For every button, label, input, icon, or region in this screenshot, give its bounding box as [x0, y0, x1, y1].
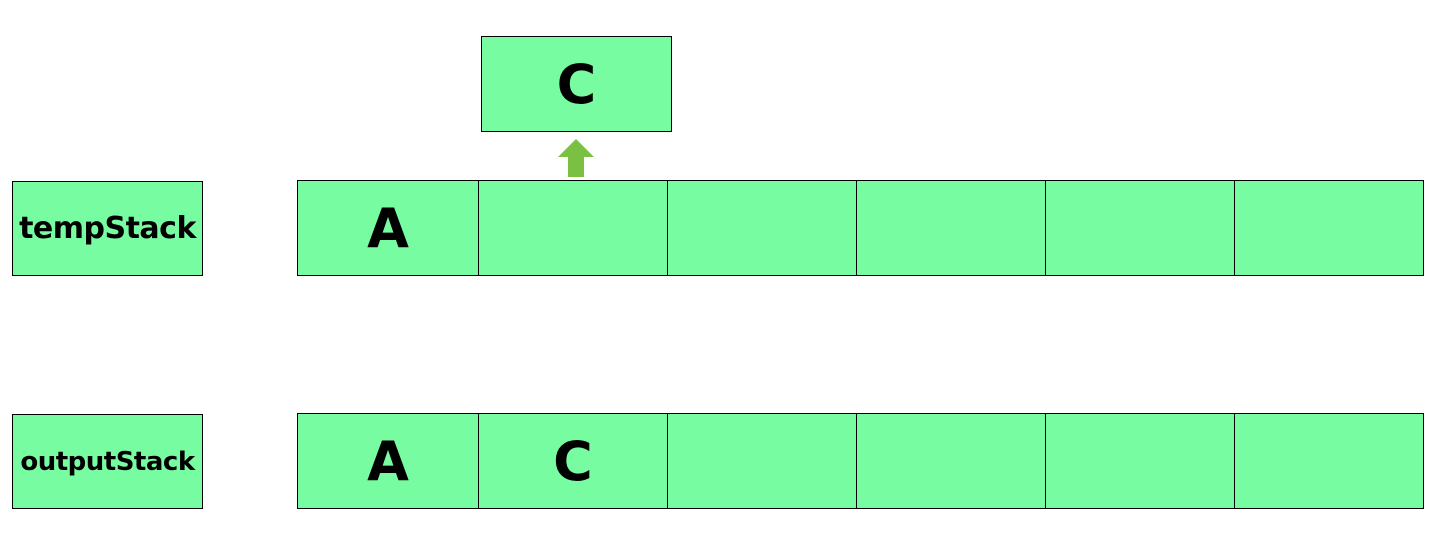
output-stack-cell-1: C: [478, 413, 668, 509]
temp-stack-label: tempStack: [19, 211, 196, 246]
output-stack-label-box: outputStack: [12, 414, 203, 509]
popped-element-box: C: [481, 36, 672, 132]
up-arrow-icon: [558, 139, 594, 177]
temp-stack-cell-0: A: [297, 180, 479, 276]
temp-stack-cell-2: [667, 180, 857, 276]
output-stack-row: A C: [297, 413, 1424, 509]
output-stack-cell-5: [1234, 413, 1424, 509]
temp-stack-row: A: [297, 180, 1424, 276]
output-stack-cell-2: [667, 413, 857, 509]
temp-stack-cell-5: [1234, 180, 1424, 276]
output-stack-cell-4: [1045, 413, 1235, 509]
temp-stack-cell-value: A: [367, 196, 409, 260]
temp-stack-label-box: tempStack: [12, 181, 203, 276]
output-stack-cell-value: A: [367, 429, 409, 493]
temp-stack-cell-4: [1045, 180, 1235, 276]
output-stack-cell-3: [856, 413, 1046, 509]
popped-element-value: C: [556, 52, 597, 116]
output-stack-label: outputStack: [20, 446, 195, 477]
temp-stack-cell-1: [478, 180, 668, 276]
output-stack-cell-value: C: [553, 429, 593, 493]
output-stack-cell-0: A: [297, 413, 479, 509]
temp-stack-cell-3: [856, 180, 1046, 276]
